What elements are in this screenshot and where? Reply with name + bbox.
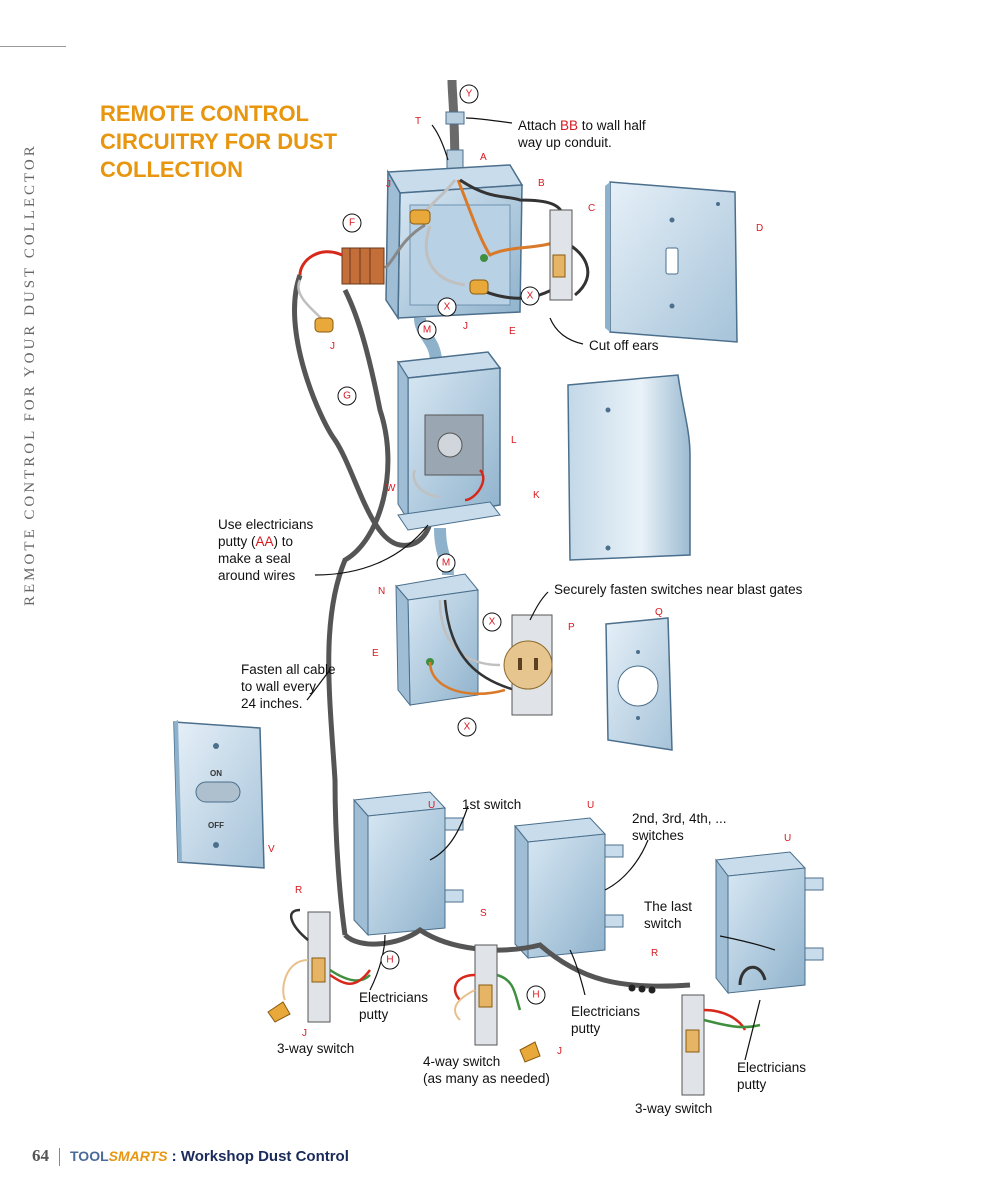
footer-divider: [59, 1148, 60, 1167]
letter-j-top: J: [386, 179, 391, 190]
disconnect-box-l: [396, 351, 502, 531]
letter-m-2: M: [442, 558, 450, 569]
wire-nut-j-top: [409, 209, 431, 225]
part-letters: Y T A B C D J F X X J E M J G L W K M N …: [268, 84, 791, 1057]
letter-r-1: R: [295, 885, 302, 896]
page-rule: [0, 46, 66, 47]
switch-box-u-2: [514, 817, 624, 960]
letter-x-3: X: [489, 617, 496, 628]
callout-putty-left: Electricians putty: [359, 990, 429, 1022]
callout-cut-off-ears: Cut off ears: [589, 338, 659, 353]
letter-u-1: U: [428, 800, 435, 811]
letter-w: W: [386, 483, 396, 494]
letter-j-left: J: [330, 341, 335, 352]
letter-d: D: [756, 223, 763, 234]
switch-box-u-3: [715, 851, 824, 995]
page-footer: 64 TOOLSMARTS : Workshop Dust Control: [32, 1146, 349, 1167]
figure-title-line1: REMOTE CONTROL: [100, 101, 309, 126]
letter-h-1: H: [386, 955, 393, 966]
callout-four-way: 4-way switch (as many as needed): [423, 1054, 550, 1086]
switch-box-u-1: [352, 791, 464, 937]
letter-x-2: X: [527, 291, 534, 302]
callout-securely-fasten: Securely fasten switches near blast gate…: [554, 582, 803, 597]
letter-c: C: [588, 203, 595, 214]
footer-title: Workshop Dust Control: [180, 1148, 349, 1165]
brand-tool: TOOL: [70, 1148, 109, 1164]
letter-u-2: U: [587, 800, 594, 811]
receptacle-plate-q: [605, 617, 673, 751]
callout-three-way-left: 3-way switch: [277, 1041, 355, 1056]
letter-j-b1: J: [302, 1028, 307, 1039]
relay-f: [341, 247, 385, 285]
letter-n: N: [378, 586, 385, 597]
receptacle-p: [503, 614, 553, 716]
letter-x-1: X: [444, 302, 451, 313]
letter-q: Q: [655, 607, 663, 618]
callout-three-way-right: 3-way switch: [635, 1101, 713, 1116]
letter-a: A: [480, 152, 487, 163]
callout-fasten-cable: Fasten all cable to wall every 24 inches…: [241, 662, 336, 711]
letter-p: P: [568, 622, 575, 633]
letter-l: L: [511, 435, 517, 446]
wire-nut-j-left: [314, 317, 334, 333]
letter-b: B: [538, 178, 545, 189]
plate-off-label: OFF: [208, 821, 224, 830]
letter-v: V: [268, 844, 275, 855]
letter-t: T: [415, 116, 421, 127]
cable-g: [292, 250, 433, 936]
callout-putty-right: Electricians putty: [737, 1060, 807, 1092]
callout-electricians-putty: Use electricians putty (AA) to make a se…: [218, 517, 314, 583]
callout-first-switch: 1st switch: [462, 797, 522, 812]
letter-e-top: E: [509, 326, 516, 337]
callout-putty-middle: Electricians putty: [571, 1004, 641, 1036]
leader-lines: [306, 117, 776, 1061]
letter-m-1: M: [423, 325, 431, 336]
letter-r-2: R: [651, 948, 658, 959]
letter-k: K: [533, 490, 540, 501]
four-way-switch: [453, 944, 541, 1063]
ground-screw-e: [480, 254, 488, 262]
page-number: 64: [32, 1146, 49, 1165]
letter-g: G: [343, 391, 351, 402]
letter-e-mid: E: [372, 648, 379, 659]
callout-last-switch: The last switch: [644, 899, 693, 931]
toggle-plate-v: ON OFF: [173, 720, 265, 869]
letter-s: S: [480, 908, 487, 919]
single-pole-switch-c: [549, 209, 573, 301]
callout-attach-bb: Attach BB to wall half way up conduit.: [518, 118, 646, 150]
callout-middle-switches: 2nd, 3rd, 4th, ... switches: [632, 811, 727, 843]
cover-k: [567, 374, 691, 561]
wire-nut-j-right: [469, 279, 489, 295]
letter-x-4: X: [464, 722, 471, 733]
letter-u-3: U: [784, 833, 791, 844]
receptacle-box-n: [395, 573, 516, 707]
figure-title-line2: CIRCUITRY FOR DUST: [100, 129, 338, 154]
letter-h-2: H: [532, 990, 539, 1001]
figure-title: REMOTE CONTROL CIRCUITRY FOR DUST COLLEC…: [100, 100, 360, 184]
cover-plate-d: [605, 181, 738, 343]
letter-y: Y: [466, 89, 473, 100]
letter-j-mid: J: [463, 321, 468, 332]
three-way-switch-right: [681, 994, 761, 1096]
footer-colon: :: [167, 1148, 181, 1165]
brand-smarts: SMARTS: [108, 1148, 168, 1164]
letter-f: F: [349, 218, 355, 229]
plate-on-label: ON: [210, 769, 222, 778]
figure-title-line3: COLLECTION: [100, 157, 243, 182]
letter-j-b2: J: [557, 1046, 562, 1057]
three-way-switch-left: [267, 908, 371, 1023]
